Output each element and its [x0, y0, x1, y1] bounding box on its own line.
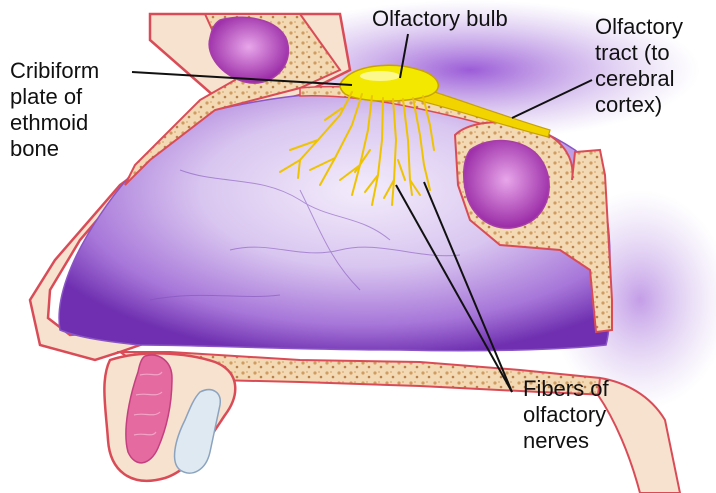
label-cribriform-plate-line: plate of	[10, 84, 99, 110]
label-olfactory-nerve-fibers-line: olfactory	[523, 402, 609, 428]
label-cribriform-plate-line: ethmoid	[10, 110, 99, 136]
olfactory-bulb-highlight	[360, 71, 400, 81]
label-olfactory-tract-line: cortex)	[595, 92, 683, 118]
label-olfactory-bulb-line: Olfactory bulb	[372, 6, 508, 32]
label-olfactory-nerve-fibers-line: nerves	[523, 428, 609, 454]
label-cribriform-plate: Cribiform plate of ethmoid bone	[10, 58, 99, 162]
label-olfactory-tract-line: Olfactory	[595, 14, 683, 40]
label-olfactory-tract: Olfactory tract (to cerebral cortex)	[595, 14, 683, 118]
label-olfactory-nerve-fibers-line: Fibers of	[523, 376, 609, 402]
sphenoid-sinus	[464, 141, 549, 229]
label-cribriform-plate-line: bone	[10, 136, 99, 162]
label-olfactory-nerve-fibers: Fibers of olfactory nerves	[523, 376, 609, 454]
label-olfactory-bulb: Olfactory bulb	[372, 6, 508, 32]
label-olfactory-tract-line: cerebral	[595, 66, 683, 92]
label-cribriform-plate-line: Cribiform	[10, 58, 99, 84]
label-olfactory-tract-line: tract (to	[595, 40, 683, 66]
